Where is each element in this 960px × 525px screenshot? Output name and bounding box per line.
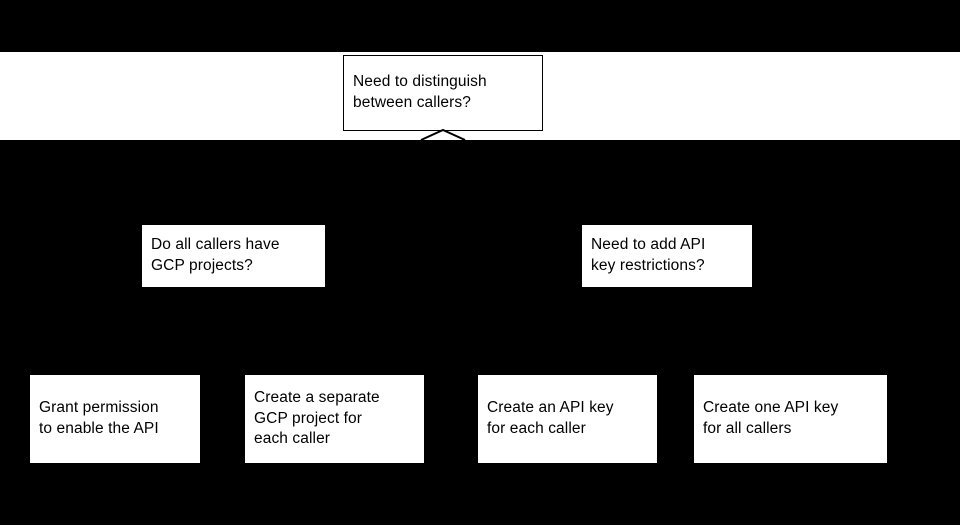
flow-node-label: Need to distinguish between callers?: [353, 73, 487, 111]
flow-node-label: Do all callers have GCP projects?: [151, 236, 280, 274]
flow-node-create-an-api-key-for-each-caller[interactable]: Create an API key for each caller: [478, 375, 657, 463]
flow-node-label: Create an API key for each caller: [487, 399, 614, 437]
flow-node-create-one-api-key-for-all-callers[interactable]: Create one API key for all callers: [694, 375, 887, 463]
flow-node-label: Need to add API key restrictions?: [591, 236, 706, 274]
flow-node-grant-permission-to-enable-the-api[interactable]: Grant permission to enable the API: [30, 375, 200, 463]
connector-chevron-down-icon: [420, 128, 466, 141]
flow-node-need-to-distinguish-between-callers[interactable]: Need to distinguish between callers?: [343, 55, 543, 131]
flow-node-label: Create one API key for all callers: [703, 399, 839, 437]
flow-node-label: Create a separate GCP project for each c…: [254, 388, 380, 448]
flow-node-do-all-callers-have-gcp-projects[interactable]: Do all callers have GCP projects?: [142, 225, 325, 287]
flow-node-label: Grant permission to enable the API: [39, 399, 159, 437]
flow-node-need-to-add-api-key-restrictions[interactable]: Need to add API key restrictions?: [582, 225, 752, 287]
flow-node-create-a-separate-gcp-project-for-each-caller[interactable]: Create a separate GCP project for each c…: [245, 375, 424, 463]
